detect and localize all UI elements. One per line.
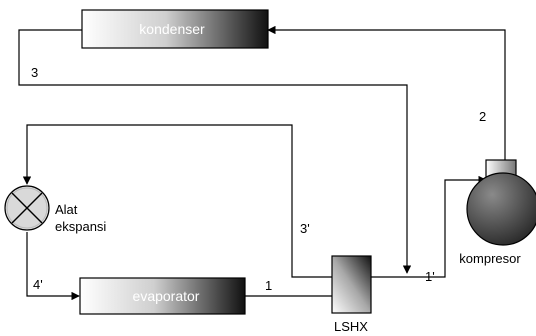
state-point-3: 3 [31, 65, 38, 80]
state-point-3-prime: 3' [300, 221, 310, 236]
line-kondenser-to-lshx [18, 29, 412, 274]
lshx-label: LSHX [334, 319, 368, 334]
kompresor-label: kompresor [459, 251, 521, 266]
compressor-icon [466, 159, 536, 246]
line-lshx-to-compressor [371, 175, 487, 278]
line-lshx-to-valve [22, 124, 332, 278]
valve-label-line2: ekspansi [55, 219, 106, 234]
valve-label-line1: Alat [55, 202, 78, 217]
state-point-2: 2 [479, 109, 486, 124]
state-point-4-prime: 4' [33, 277, 43, 292]
kondenser-box [81, 9, 269, 49]
line-compressor-to-kondenser [267, 25, 506, 160]
expansion-valve-icon [4, 185, 50, 231]
state-point-1-prime: 1' [425, 269, 435, 284]
evaporator-box [79, 277, 246, 315]
lshx-box [331, 255, 372, 314]
kondenser-label: kondenser [139, 21, 205, 37]
line-valve-to-evaporator [26, 232, 80, 301]
state-point-1: 1 [265, 278, 272, 293]
evaporator-label: evaporator [133, 288, 200, 304]
